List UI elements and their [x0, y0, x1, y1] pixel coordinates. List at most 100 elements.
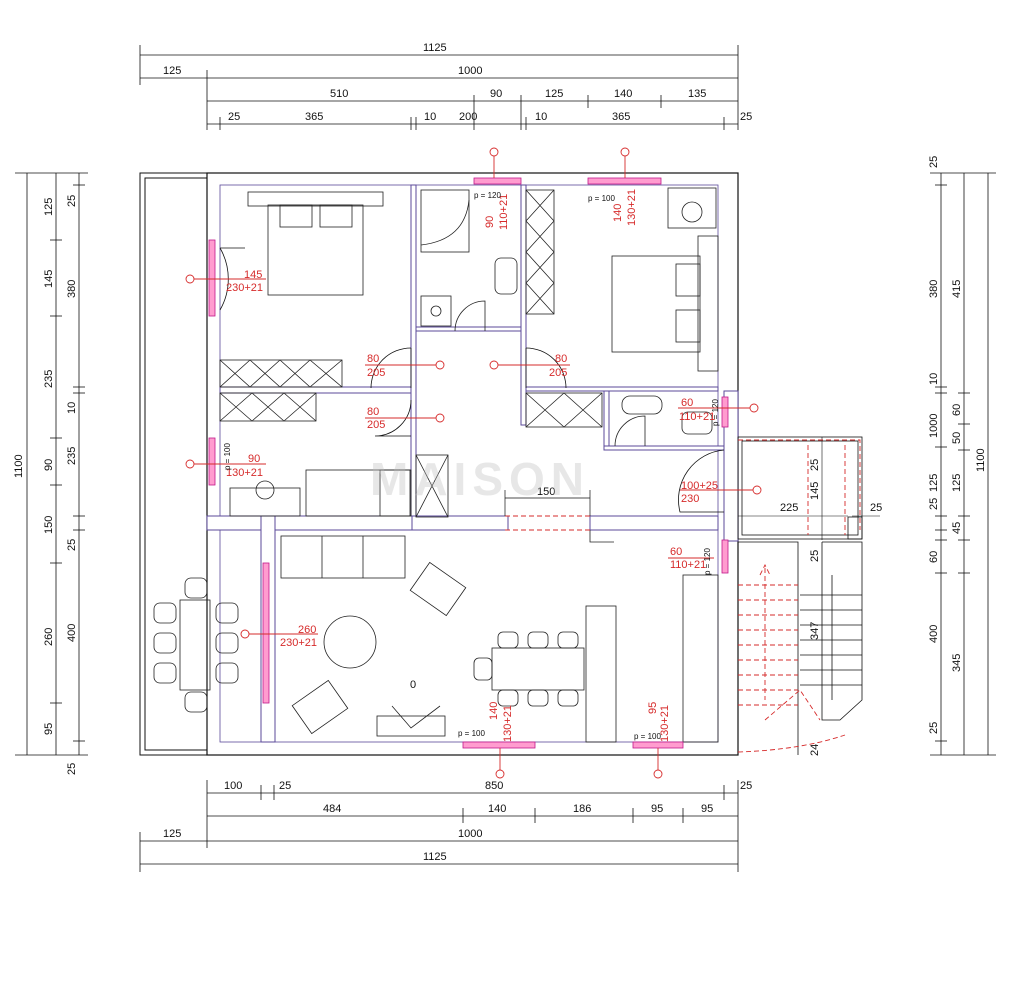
sill-label: p = 100	[588, 194, 615, 203]
dim-top-25a: 25	[228, 111, 240, 123]
dim-right-1100: 1100	[975, 448, 987, 472]
dim-bot-100: 100	[224, 780, 242, 792]
right-dimensions	[930, 172, 996, 756]
dim-left-25c: 25	[66, 763, 78, 775]
dim-left-235b: 235	[66, 447, 78, 465]
bedroom-2-furniture	[525, 187, 719, 372]
dim-top-365a: 365	[305, 111, 323, 123]
opening-label-w: 90	[248, 453, 260, 465]
dim-24-inner: 24	[809, 744, 821, 756]
dim-right-380: 380	[928, 280, 940, 298]
dim-347-inner: 347	[809, 622, 821, 640]
dim-left-125: 125	[43, 198, 55, 216]
stair-red-guides	[505, 439, 861, 753]
living-furniture	[280, 530, 719, 743]
bedroom-3-furniture	[219, 392, 449, 518]
dim-left-90: 90	[43, 459, 55, 471]
dim-0-inner: 0	[410, 679, 416, 691]
sofa	[280, 535, 406, 579]
dim-right-1000: 1000	[928, 414, 940, 438]
dim-left-145: 145	[43, 270, 55, 288]
dim-top-125: 125	[163, 65, 181, 77]
dim-left-10: 10	[66, 402, 78, 414]
wardrobe-3	[219, 392, 317, 422]
dim-right-345: 345	[951, 654, 963, 672]
sill-label: p = 120	[711, 399, 720, 426]
dim-left-25b: 25	[66, 539, 78, 551]
opening-label-w: 260	[298, 624, 316, 636]
opening-label-w: 90	[484, 216, 496, 228]
opening-label-w: 140	[488, 702, 500, 720]
sill-label: p = 100	[458, 729, 485, 738]
balcony	[737, 436, 863, 540]
opening-label-h: 230	[681, 493, 699, 505]
opening-label-w: 145	[244, 269, 262, 281]
wardrobe-2	[525, 189, 555, 315]
dim-bot-186: 186	[573, 803, 591, 815]
dim-right-60: 60	[928, 551, 940, 563]
dim-left-150: 150	[43, 516, 55, 534]
dim-top-125b: 125	[545, 88, 563, 100]
dim-top-510: 510	[330, 88, 348, 100]
dim-bot-95a: 95	[651, 803, 663, 815]
bedroom-1-furniture	[219, 191, 384, 388]
top-dimensions	[139, 45, 739, 130]
opening-label-w: 80	[555, 353, 567, 365]
opening-label-h: 205	[367, 367, 385, 379]
left-dimensions	[15, 172, 88, 756]
dim-left-25a: 25	[66, 195, 78, 207]
dim-top-140: 140	[614, 88, 632, 100]
windows	[208, 177, 729, 749]
terrace-table	[179, 599, 211, 691]
kitchen-units	[682, 574, 719, 743]
dim-bot-1000: 1000	[458, 828, 482, 840]
opening-label-w: 140	[612, 204, 624, 222]
opening-label-h: 130+21	[226, 467, 263, 479]
dim-bot-125: 125	[163, 828, 181, 840]
dim-150-inner: 150	[537, 486, 555, 498]
hall-wardrobe	[415, 454, 449, 518]
dim-225-inner: 225	[780, 502, 798, 514]
dim-25c-inner: 25	[809, 550, 821, 562]
opening-label-h: 205	[549, 367, 567, 379]
opening-label-h: 230+21	[280, 637, 317, 649]
opening-label-h: 110+21	[670, 559, 706, 571]
opening-label-w: 80	[367, 406, 379, 418]
dim-bot-484: 484	[323, 803, 341, 815]
sill-label: p = 120	[474, 191, 501, 200]
dim-top-10b: 10	[535, 111, 547, 123]
opening-label-h: 205	[367, 419, 385, 431]
opening-label-w: 60	[681, 397, 693, 409]
desk	[229, 487, 301, 517]
watermark: MAISON	[370, 453, 590, 505]
dim-right-60b: 60	[951, 404, 963, 416]
opening-markers	[185, 147, 762, 779]
dim-left-95: 95	[43, 723, 55, 735]
opening-label-w: 95	[647, 702, 659, 714]
sink	[420, 295, 452, 327]
dim-25b-inner: 25	[870, 502, 882, 514]
opening-label-h: 130+21	[502, 705, 514, 742]
dim-right-125: 125	[928, 474, 940, 492]
dim-bot-140: 140	[488, 803, 506, 815]
dim-right-45: 45	[951, 522, 963, 534]
wardrobe	[219, 359, 343, 388]
opening-label-w: 80	[367, 353, 379, 365]
dim-right-50: 50	[951, 432, 963, 444]
balcony-dimensions	[738, 437, 880, 540]
wc-furniture	[525, 392, 713, 447]
dim-right-25b: 25	[928, 498, 940, 510]
armchair-2	[291, 679, 349, 735]
dim-top-365b: 365	[612, 111, 630, 123]
dim-bot-95b: 95	[701, 803, 713, 815]
opening-label-w: 100+25	[681, 480, 718, 492]
dining-table	[491, 647, 585, 691]
opening-label-h: 230+21	[226, 282, 263, 294]
dim-left-400: 400	[66, 624, 78, 642]
bathroom-furniture	[420, 189, 518, 332]
doors	[219, 247, 725, 513]
dim-right-125b: 125	[951, 474, 963, 492]
dim-bot-25a: 25	[279, 780, 291, 792]
dim-right-400: 400	[928, 625, 940, 643]
